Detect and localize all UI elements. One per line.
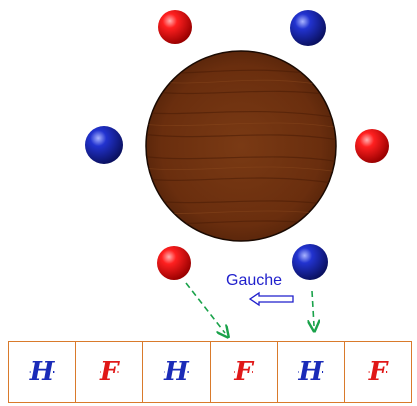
seat-ball-top-left xyxy=(158,10,192,44)
seat-letter: H xyxy=(298,357,324,387)
left-direction-arrow-icon xyxy=(248,291,294,307)
seat-ball-bottom-left xyxy=(157,246,191,280)
seat-letter: H xyxy=(164,357,189,387)
seat-letter: F xyxy=(368,357,388,387)
round-table xyxy=(145,50,337,242)
dashed-arrow-right xyxy=(312,290,314,326)
seat-cell: H xyxy=(278,342,345,402)
seat-cell: H xyxy=(143,342,211,402)
seat-letter: F xyxy=(234,357,253,387)
direction-label: Gauche xyxy=(226,272,283,289)
seat-cell: F xyxy=(345,342,411,402)
dashed-arrow-left xyxy=(185,282,225,333)
seat-ball-bottom-right xyxy=(292,244,328,280)
seat-ball-right xyxy=(355,129,389,163)
seat-cell: H xyxy=(9,342,77,402)
seat-letter: H xyxy=(29,357,55,387)
seat-row: H F H F H F xyxy=(8,341,412,403)
seat-ball-left xyxy=(85,126,123,164)
seat-ball-top-right xyxy=(290,10,326,46)
seat-cell: F xyxy=(76,342,144,402)
seat-cell: F xyxy=(211,342,278,402)
seat-letter: F xyxy=(100,357,119,387)
